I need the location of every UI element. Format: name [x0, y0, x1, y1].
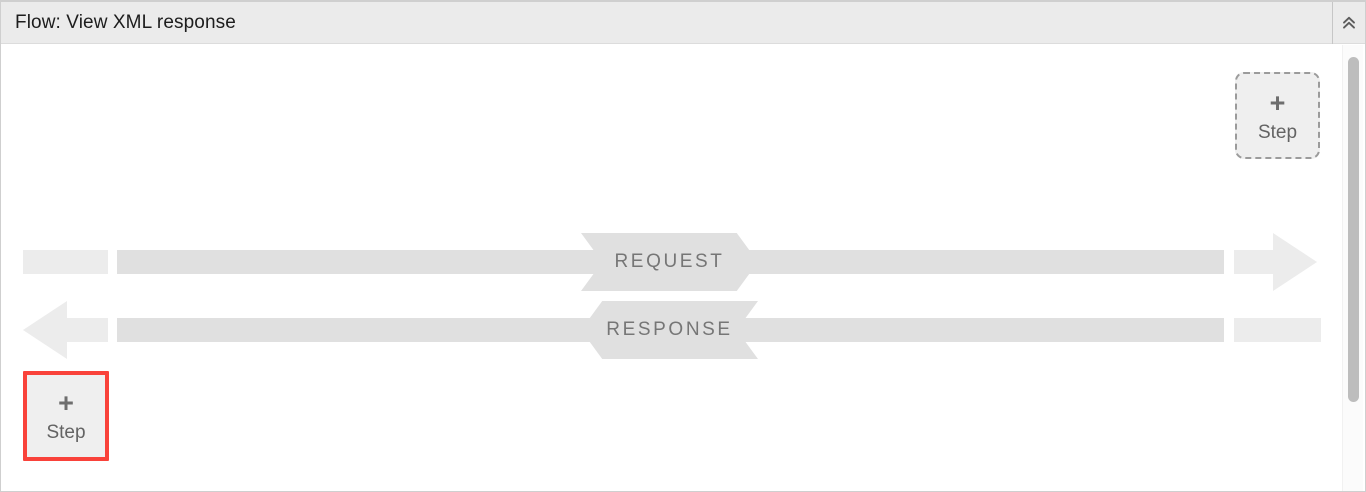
flow-canvas: + Step REQUEST RESPONSE	[1, 45, 1365, 491]
response-banner: RESPONSE	[581, 301, 758, 359]
panel-header: Flow: View XML response	[1, 2, 1365, 44]
scrollbar-thumb[interactable]	[1348, 57, 1359, 402]
add-step-button-top[interactable]: + Step	[1235, 72, 1320, 159]
request-start-stub	[23, 250, 108, 274]
response-label: RESPONSE	[606, 319, 733, 340]
add-step-label: Step	[46, 422, 86, 443]
add-step-label: Step	[1257, 121, 1298, 143]
response-flow-row: RESPONSE	[1, 301, 1365, 359]
header-actions	[1332, 2, 1365, 44]
response-end-stub	[1234, 318, 1321, 342]
header-divider	[1332, 2, 1333, 44]
request-end-stub	[1234, 250, 1274, 274]
page-title: Flow: View XML response	[15, 11, 236, 33]
response-start-stub	[67, 318, 108, 342]
request-label: REQUEST	[614, 251, 725, 272]
request-banner: REQUEST	[581, 233, 758, 291]
response-arrowhead-icon	[23, 301, 67, 359]
collapse-panel-button[interactable]	[1333, 2, 1365, 44]
request-arrowhead-icon	[1273, 233, 1317, 291]
vertical-scrollbar[interactable]	[1342, 45, 1363, 491]
request-flow-row: REQUEST	[1, 233, 1365, 291]
double-chevron-up-icon	[1340, 14, 1358, 32]
plus-icon: +	[58, 388, 74, 418]
plus-icon: +	[1269, 87, 1286, 118]
add-step-button-bottom[interactable]: + Step	[23, 371, 109, 461]
